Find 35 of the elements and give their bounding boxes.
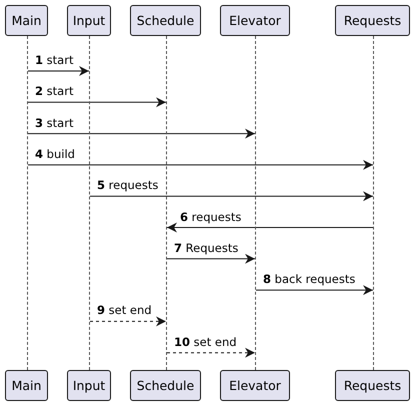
participant-box: Main <box>5 370 48 401</box>
message-arrow <box>28 66 90 76</box>
participant-box: Input <box>67 370 111 401</box>
participant-box: Elevator <box>220 370 290 401</box>
message-label: 3 start <box>34 116 74 130</box>
message-arrow <box>90 316 166 326</box>
lifeline <box>373 36 374 370</box>
message-arrow <box>28 160 374 170</box>
message-arrow <box>90 191 374 202</box>
message-label: 4 build <box>34 148 76 161</box>
participant-box: Schedule <box>130 370 201 401</box>
participant-box: Elevator <box>220 5 290 36</box>
message-arrow <box>256 285 374 296</box>
participant-box: Requests <box>335 5 410 36</box>
message-arrow <box>166 222 374 232</box>
participant-box: Input <box>67 5 111 36</box>
message-arrow <box>166 348 256 358</box>
message-label: 8 back requests <box>262 273 356 286</box>
message-label: 10 set end <box>173 336 238 349</box>
message-arrow <box>28 128 256 139</box>
message-label: 5 requests <box>96 179 160 192</box>
message-label: 7 Requests <box>173 242 240 255</box>
participant-box: Main <box>5 5 48 36</box>
participant-box: Schedule <box>130 5 201 36</box>
message-arrow <box>28 97 166 108</box>
lifeline <box>255 36 256 370</box>
message-label: 6 requests <box>179 210 242 224</box>
message-label: 9 set end <box>96 304 153 318</box>
message-arrow <box>166 254 256 264</box>
message-label: 2 start <box>34 85 74 98</box>
participant-box: Requests <box>335 370 410 401</box>
lifeline <box>166 36 167 370</box>
message-label: 1 start <box>34 54 74 67</box>
lifeline <box>27 36 28 370</box>
lifeline <box>89 36 90 370</box>
